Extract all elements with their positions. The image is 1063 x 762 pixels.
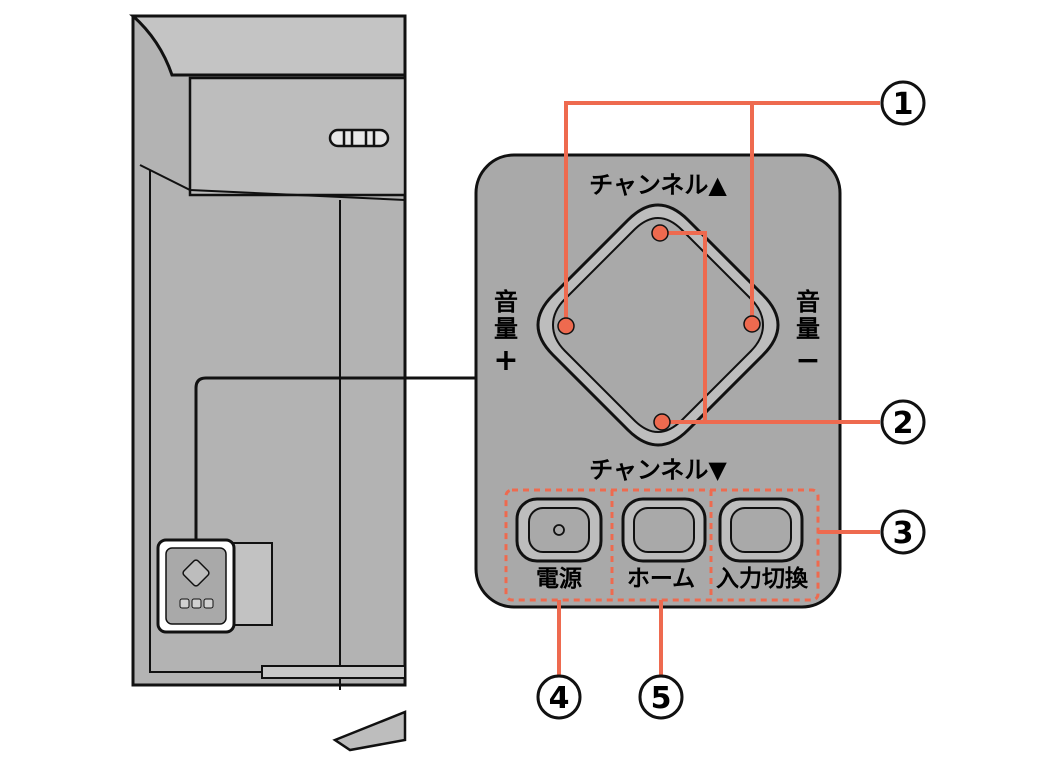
volume-minus-kanji-2: 量 xyxy=(796,315,820,343)
svg-text:4: 4 xyxy=(549,681,570,716)
callout-dots xyxy=(557,224,761,431)
input-switch-button[interactable] xyxy=(718,497,804,563)
tv-back-body xyxy=(129,14,407,752)
volume-plus-sign: + xyxy=(493,343,518,378)
callout-badge-2: 2 xyxy=(880,399,926,445)
svg-text:5: 5 xyxy=(651,681,672,716)
power-indicator-icon xyxy=(553,524,565,536)
svg-text:3: 3 xyxy=(893,516,914,551)
direction-pad[interactable] xyxy=(536,203,780,447)
power-button-label: 電源 xyxy=(536,566,582,592)
callout-badge-4: 4 xyxy=(536,674,582,720)
callout-badge-3: 3 xyxy=(880,509,926,555)
volume-minus-sign: − xyxy=(795,343,820,378)
volume-plus-kanji-1: 音 xyxy=(494,288,518,316)
callout-badge-5: 5 xyxy=(638,674,684,720)
svg-text:1: 1 xyxy=(893,87,914,122)
button-group-outline xyxy=(504,488,820,602)
volume-minus-kanji-1: 音 xyxy=(796,288,820,316)
svg-text:2: 2 xyxy=(893,406,914,441)
callout-badge-1: 1 xyxy=(880,80,926,126)
tv-stand xyxy=(332,710,407,752)
input-switch-button-label: 入力切換 xyxy=(716,566,809,592)
volume-plus-kanji-2: 量 xyxy=(494,315,518,343)
home-button-label: ホーム xyxy=(627,566,695,592)
panel-location-thumbnail xyxy=(156,538,236,634)
channel-up-label: チャンネル▲ xyxy=(589,171,727,199)
power-button[interactable] xyxy=(515,497,603,563)
home-button[interactable] xyxy=(621,497,707,563)
zoom-connector-line xyxy=(194,376,478,540)
channel-down-label: チャンネル▼ xyxy=(589,456,727,484)
vent-slot-icon xyxy=(328,128,390,148)
callout-lines xyxy=(557,101,880,676)
